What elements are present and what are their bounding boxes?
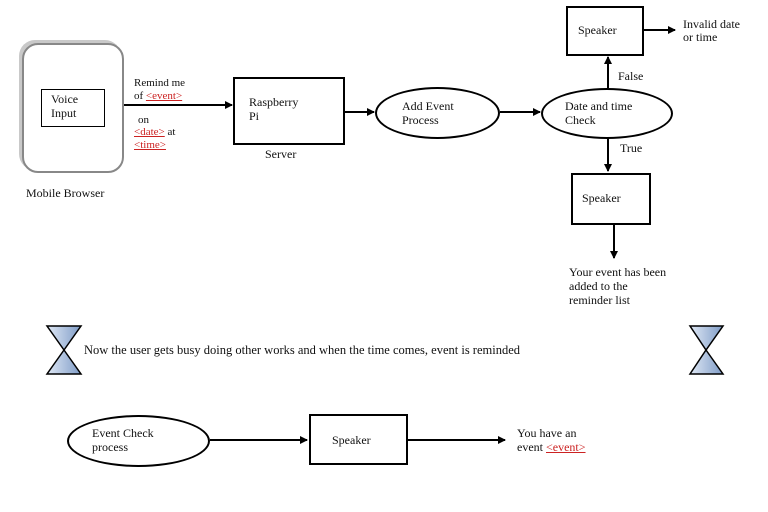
output-event-prefix: event [517,440,546,454]
server-label: Server [265,147,297,161]
output-label-line2: event <event> [517,440,586,454]
output-label-line1: You have an [517,426,577,440]
raspberry-pi-label-line1: Raspberry [249,95,299,109]
mobile-browser-label: Mobile Browser [26,186,105,200]
speaker-mid-label: Speaker [582,191,621,205]
speaker-top-label: Speaker [578,23,617,37]
false-label: False [618,69,644,83]
date-placeholder: <date> [134,126,165,138]
voice-input-label-line2: Input [51,106,77,120]
output-event-placeholder: <event> [546,440,586,454]
time-line: <time> [134,138,166,152]
speaker-box-mid: Speaker [571,173,651,225]
speaker-box-top: Speaker [566,6,644,56]
event-check-process-oval: Event Check process [67,415,210,467]
remind-label-line1: Remind me [134,77,186,89]
speaker-bottom-label: Speaker [332,433,371,447]
true-label: True [620,141,643,155]
added-label-line2: added to the [569,279,628,293]
event-check-label-line1: Event Check [92,426,154,440]
at-label: at [164,126,176,138]
invalid-label-line2: or time [683,30,718,44]
raspberry-pi-label-line2: Pi [249,109,260,123]
event-placeholder: <event> [145,90,183,102]
date-line: <date> at [134,125,175,139]
speaker-box-bottom: Speaker [309,414,408,465]
mobile-phone [22,43,124,173]
voice-input-box: Voice Input [41,89,105,127]
add-event-process-oval: Add Event Process [375,87,500,139]
date-time-check-oval: Date and time Check [541,88,673,139]
hourglass-icon-left [45,325,83,375]
remind-of-text: of [134,90,146,102]
added-label-line3: reminder list [569,293,630,307]
invalid-label-line1: Invalid date [683,17,740,31]
date-check-label-line1: Date and time [565,99,633,113]
voice-input-label-line1: Voice [51,92,79,106]
event-check-label-line2: process [92,440,128,454]
added-label-line1: Your event has been [569,265,667,279]
raspberry-pi-box: Raspberry Pi [233,77,345,145]
on-label: on [138,114,149,126]
wait-banner-text: Now the user gets busy doing other works… [84,343,521,357]
hourglass-icon-right [688,325,725,375]
date-check-label-line2: Check [565,113,596,127]
time-placeholder: <time> [134,139,166,151]
remind-label-line2: of <event> [134,89,182,103]
add-event-label-line1: Add Event [402,99,454,113]
add-event-label-line2: Process [402,113,439,127]
